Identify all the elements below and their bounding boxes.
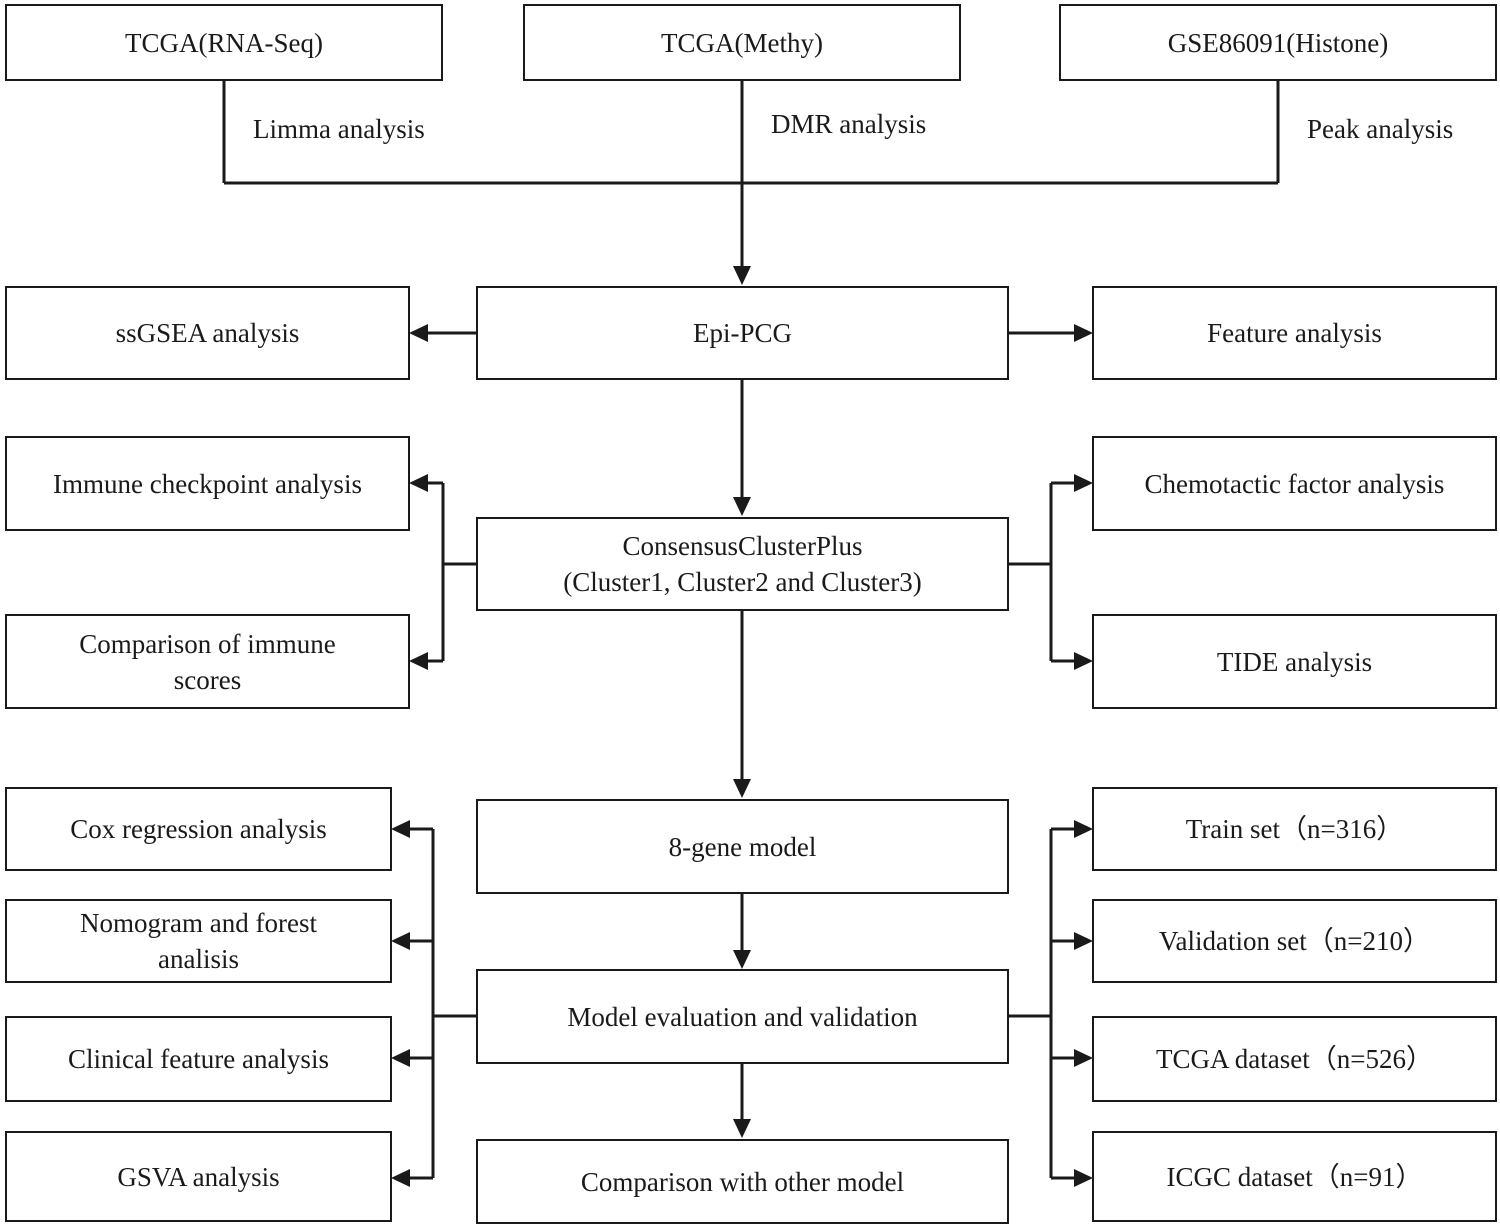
train-set-box: Train set（n=316） <box>1092 787 1497 871</box>
clinical-feature-analysis-box: Clinical feature analysis <box>5 1016 392 1102</box>
source-tcga-rnaseq-label: TCGA(RNA-Seq) <box>125 27 323 58</box>
limma-analysis-label: Limma analysis <box>253 114 425 144</box>
8-gene-model-label: 8-gene model <box>668 831 817 862</box>
ssgsea-analysis-box: ssGSEA analysis <box>5 286 410 380</box>
train-set-label: Train set（n=316） <box>1185 814 1404 844</box>
tide-analysis-label: TIDE analysis <box>1216 646 1373 677</box>
icgc-dataset-label: ICGC dataset（n=91） <box>1166 1161 1423 1192</box>
gsva-analysis-box: GSVA analysis <box>5 1131 392 1222</box>
nomogram-forest-line1: Nomogram and forest <box>80 908 317 938</box>
icgc-dataset-box: ICGC dataset（n=91） <box>1092 1131 1497 1222</box>
feature-analysis-box: Feature analysis <box>1092 286 1497 380</box>
epi-pcg-box: Epi-PCG <box>476 286 1009 380</box>
source-gse86091-histone-label: GSE86091(Histone) <box>1167 27 1389 58</box>
immune-checkpoint-analysis-label: Immune checkpoint analysis <box>53 468 362 499</box>
model-evaluation-validation-label: Model evaluation and validation <box>567 1001 918 1032</box>
source-tcga-rnaseq: TCGA(RNA-Seq) <box>5 4 443 81</box>
source-tcga-methy-label: TCGA(Methy) <box>661 27 823 58</box>
tcga-dataset-box: TCGA dataset（n=526） <box>1092 1016 1497 1102</box>
gsva-analysis-label: GSVA analysis <box>117 1161 280 1192</box>
consensus-cluster-plus-box: ConsensusClusterPlus (Cluster1, Cluster2… <box>476 517 1009 611</box>
validation-set-box: Validation set（n=210） <box>1092 899 1497 983</box>
consensus-cluster-plus-line1: ConsensusClusterPlus <box>622 531 863 561</box>
dmr-analysis-label: DMR analysis <box>771 109 927 139</box>
comparison-immune-scores-line1: Comparison of immune <box>79 628 336 659</box>
feature-analysis-label: Feature analysis <box>1207 318 1382 348</box>
comparison-immune-scores-line2: scores <box>173 664 242 695</box>
ssgsea-analysis-label: ssGSEA analysis <box>115 318 300 348</box>
comparison-immune-scores-box: Comparison of immune scores <box>5 614 410 709</box>
nomogram-forest-line2: analisis <box>158 944 239 974</box>
source-tcga-methy: TCGA(Methy) <box>523 4 961 81</box>
source-gse86091-histone: GSE86091(Histone) <box>1059 4 1497 81</box>
tide-analysis-box: TIDE analysis <box>1092 614 1497 709</box>
immune-checkpoint-analysis-box: Immune checkpoint analysis <box>5 436 410 531</box>
chemotactic-factor-analysis-label: Chemotactic factor analysis <box>1144 468 1445 499</box>
consensus-cluster-plus-line2: (Cluster1, Cluster2 and Cluster3) <box>563 567 922 597</box>
epi-pcg-label: Epi-PCG <box>692 318 792 348</box>
peak-analysis-label: Peak analysis <box>1307 114 1454 144</box>
chemotactic-factor-analysis-box: Chemotactic factor analysis <box>1092 436 1497 531</box>
cox-regression-analysis-label: Cox regression analysis <box>70 814 327 844</box>
cox-regression-analysis-box: Cox regression analysis <box>5 787 392 871</box>
clinical-feature-analysis-label: Clinical feature analysis <box>68 1044 329 1074</box>
8-gene-model-box: 8-gene model <box>476 799 1009 894</box>
validation-set-label: Validation set（n=210） <box>1159 926 1430 956</box>
nomogram-forest-analisis-box: Nomogram and forest analisis <box>5 899 392 983</box>
comparison-other-model-label: Comparison with other model <box>580 1166 905 1197</box>
model-evaluation-validation-box: Model evaluation and validation <box>476 969 1009 1064</box>
tcga-dataset-label: TCGA dataset（n=526） <box>1156 1044 1433 1074</box>
comparison-other-model-box: Comparison with other model <box>476 1139 1009 1224</box>
